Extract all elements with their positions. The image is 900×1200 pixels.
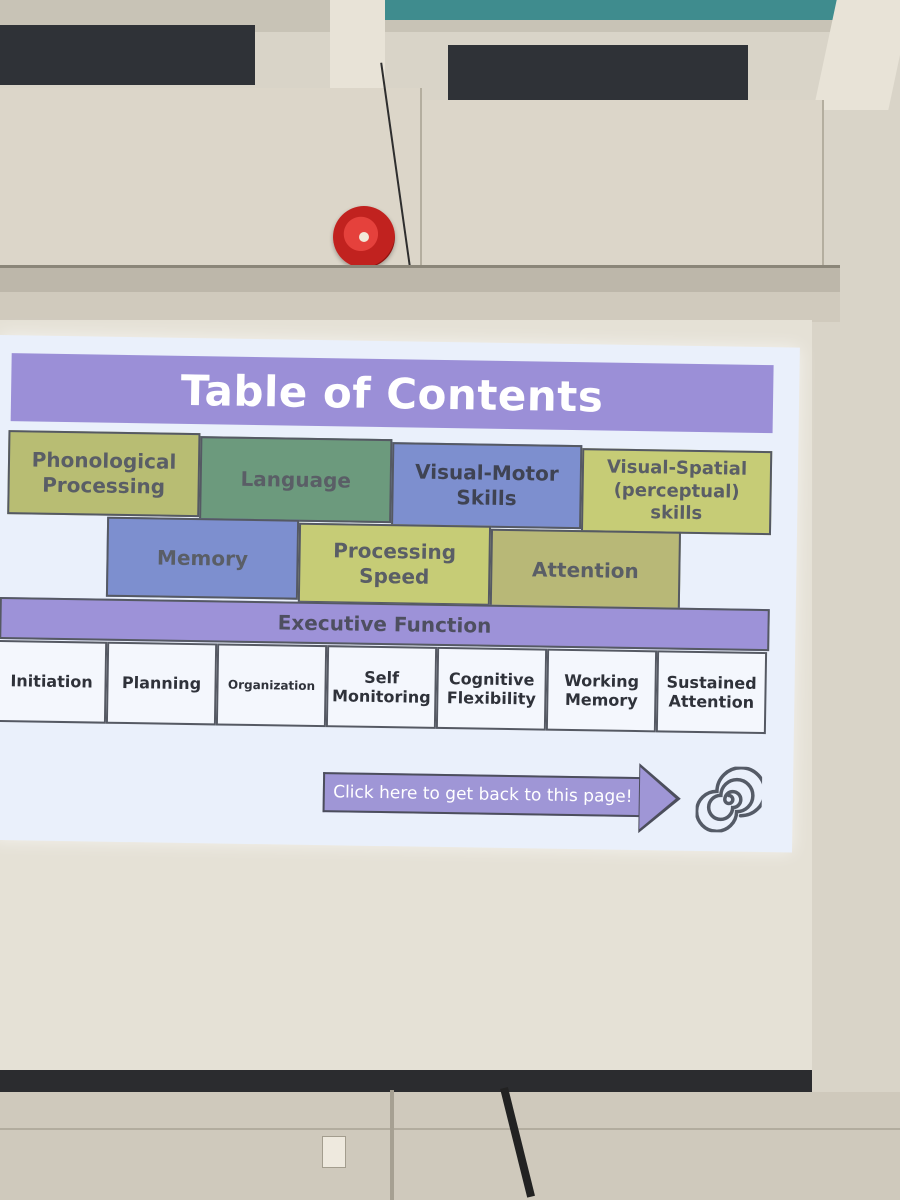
ef-item-label: Self Monitoring — [331, 667, 431, 707]
ef-item-cognitive-flexibility[interactable]: Cognitive Flexibility — [435, 646, 548, 731]
ceiling-vent-right — [448, 45, 748, 105]
spiral-icon[interactable] — [695, 765, 763, 834]
ceiling-vent-left — [0, 25, 255, 85]
wall-outlet — [322, 1136, 346, 1168]
ef-item-label: Planning — [121, 673, 202, 694]
ef-item-label: Cognitive Flexibility — [446, 668, 537, 709]
ef-item-organization[interactable]: Organization — [215, 643, 328, 728]
tile-label: Language — [240, 466, 352, 493]
tile-phonological-processing[interactable]: Phonological Processing — [7, 430, 201, 518]
ef-item-self-monitoring[interactable]: Self Monitoring — [325, 645, 438, 729]
tile-label: Phonological Processing — [31, 447, 177, 499]
wall-post — [390, 1090, 394, 1200]
ceiling-beam — [330, 0, 385, 95]
back-to-contents-button[interactable]: Click here to get back to this page! — [322, 758, 683, 834]
wall-trim — [0, 1128, 900, 1130]
tile-label: Processing Speed — [333, 538, 457, 589]
back-link-text: Click here to get back to this page! — [332, 782, 633, 807]
ef-item-label: Working Memory — [564, 670, 640, 711]
projected-slide: Table of Contents Phonological Processin… — [0, 335, 800, 853]
ef-item-initiation[interactable]: Initiation — [0, 639, 108, 724]
ef-item-working-memory[interactable]: Working Memory — [545, 648, 658, 733]
tile-label: Visual-Spatial (perceptual) skills — [606, 456, 748, 525]
back-link-body: Click here to get back to this page! — [322, 772, 642, 818]
lower-wall — [0, 1092, 900, 1200]
ef-item-label: Organization — [227, 677, 316, 693]
ceiling-beam-teal — [385, 0, 855, 20]
slide-title: Table of Contents — [180, 365, 604, 421]
tile-label: Visual-Motor Skills — [414, 459, 559, 511]
tile-label: Memory — [156, 544, 249, 571]
tile-attention[interactable]: Attention — [489, 528, 681, 612]
screen-bottom-bar — [0, 1070, 812, 1092]
executive-function-title: Executive Function — [277, 610, 492, 638]
tile-processing-speed[interactable]: Processing Speed — [297, 522, 492, 606]
tile-visual-spatial-skills[interactable]: Visual-Spatial (perceptual) skills — [580, 448, 773, 536]
arrow-head-fill — [639, 767, 677, 830]
projector-screen-lip — [0, 292, 840, 322]
wall-panel-right — [422, 100, 824, 280]
fire-alarm-bell — [333, 206, 395, 268]
tile-visual-motor-skills[interactable]: Visual-Motor Skills — [391, 442, 583, 530]
ef-item-sustained-attention[interactable]: Sustained Attention — [655, 650, 768, 735]
tile-language[interactable]: Language — [199, 436, 393, 524]
ef-item-label: Sustained Attention — [666, 672, 757, 712]
ef-item-label: Initiation — [10, 671, 93, 692]
title-banner: Table of Contents — [10, 353, 774, 434]
tile-label: Attention — [531, 556, 639, 583]
ef-item-planning[interactable]: Planning — [105, 641, 218, 726]
tile-memory[interactable]: Memory — [105, 516, 300, 600]
